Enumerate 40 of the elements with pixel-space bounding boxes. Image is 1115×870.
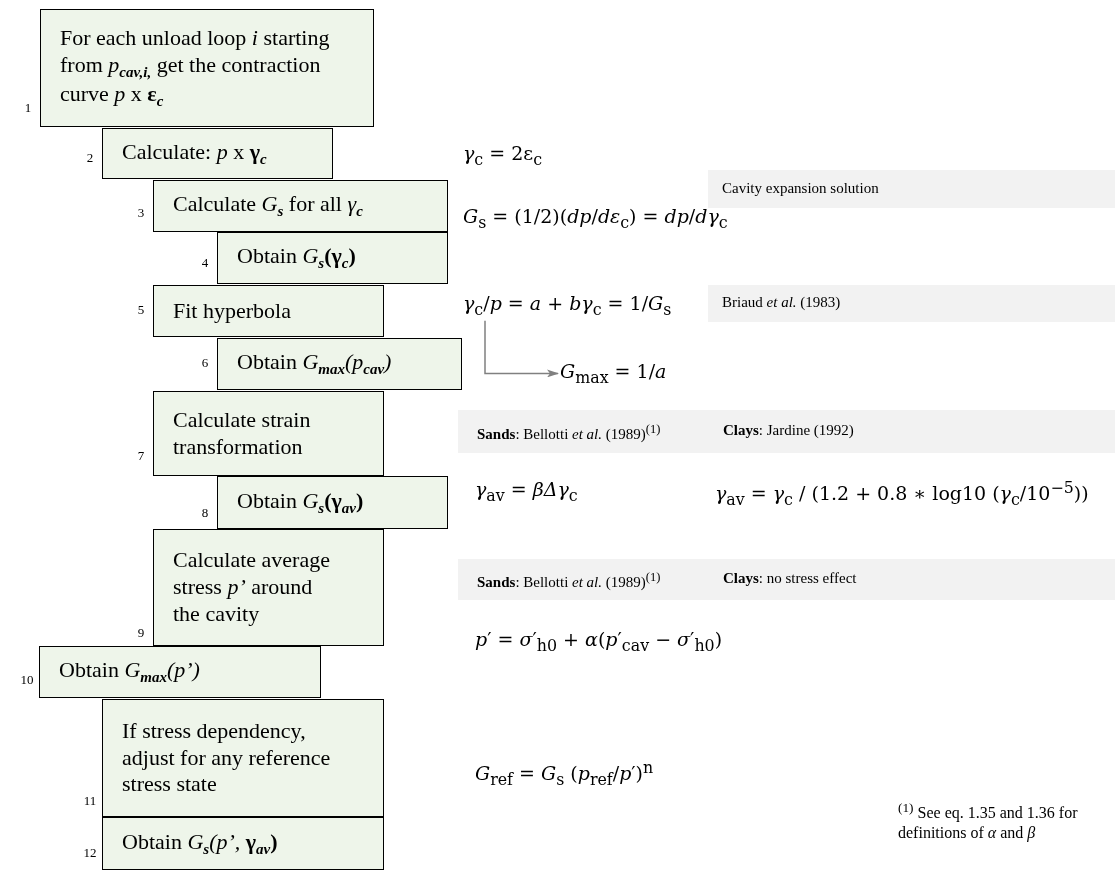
process-box: Calculate average stress p’ around the cavity — [153, 529, 384, 646]
equation: γ$_{c}$ = 2ε$_{c}$ — [463, 142, 543, 169]
process-box: Obtain G$_{s}$(p’, γ$_{av}$) — [102, 817, 384, 870]
reference-text: Briaud et al. (1983) — [722, 294, 841, 311]
equation: p′ = σ′$_{h0}$ + α(p′$_{cav}$ − σ′$_{h0}$) — [475, 628, 723, 655]
step-number: 12 — [82, 845, 98, 861]
reference-text: Cavity expansion solution — [722, 179, 879, 197]
process-box: Obtain G$_{max}$(p’) — [39, 646, 321, 698]
step-number: 11 — [82, 793, 98, 809]
step-number: 2 — [85, 150, 95, 166]
step-number: 1 — [23, 100, 33, 116]
equation: γ$_{av}$ = βΔγ$_{c}$ — [475, 478, 578, 505]
step-number: 7 — [136, 448, 146, 464]
process-box: Obtain G$_{s}$(γ$_{av}$) — [217, 476, 448, 529]
step-number: 6 — [200, 355, 210, 371]
process-box: Calculate G$_{s}$ for all γ$_{c}$ — [153, 180, 448, 232]
process-box: For each unload loop i starting from p$_{cav,i,}$ get the contraction curve p x ε$_{c}$ — [40, 9, 374, 127]
process-box: Obtain G$_{s}$(γ$_{c}$) — [217, 232, 448, 284]
arrow — [484, 320, 559, 378]
process-box: Obtain G$_{max}$(p$_{cav}$) — [217, 338, 462, 390]
step-number: 10 — [19, 672, 35, 688]
process-box: Calculate: p x γ$_{c}$ — [102, 128, 333, 179]
process-box: If stress dependency, adjust for any reference stress state — [102, 699, 384, 817]
equation: G$_{s}$ = (1/2)(dp/dε$_{c}$) = dp/dγ$_{c}$ — [463, 205, 728, 232]
equation: γ$_{av}$ = γ$_{c}$ / (1.2 + 0.8 ∗ log10 (γ$_{c}$/10$^{−5}$)) — [715, 478, 1089, 510]
equation: γ$_{c}$/p = a + bγ$_{c}$ = 1/G$_{s}$ — [463, 292, 672, 319]
step-number: 5 — [136, 302, 146, 318]
process-box: Calculate strain transformation — [153, 391, 384, 476]
step-number: 4 — [200, 255, 210, 271]
step-number: 3 — [136, 205, 146, 221]
reference-text: Clays: Jardine (1992) — [723, 422, 854, 439]
equation: G$_{ref}$ = G$_{s}$ (p$_{ref}$/p′)$^{n}$ — [475, 758, 654, 790]
footnote: $^{(1)}$ See eq. 1.35 and 1.36 for definitions of α and β — [898, 800, 1079, 842]
reference-text: Sands: Bellotti et al. (1989)$^{(1)}$ — [477, 422, 661, 443]
reference-text: Clays: no stress effect — [723, 570, 857, 587]
equation: G$_{max}$ = 1/a — [560, 360, 667, 387]
step-number: 9 — [136, 625, 146, 641]
reference-text: Sands: Bellotti et al. (1989)$^{(1)}$ — [477, 570, 661, 591]
process-box: Fit hyperbola — [153, 285, 384, 337]
step-number: 8 — [200, 505, 210, 521]
